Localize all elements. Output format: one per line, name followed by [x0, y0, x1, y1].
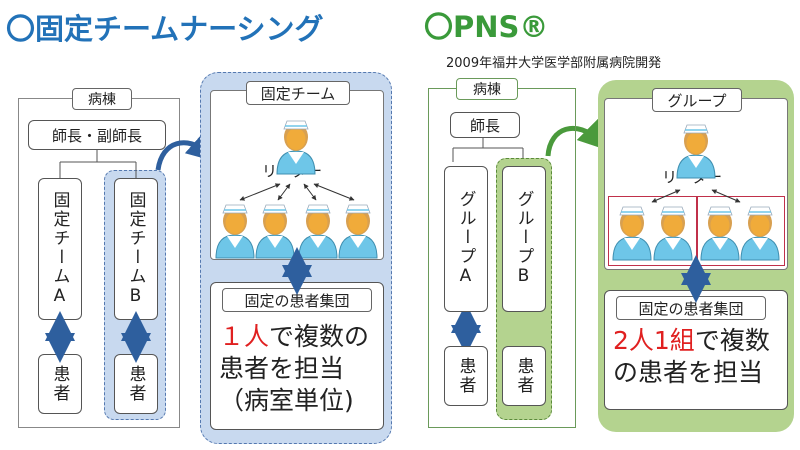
left-title: 〇固定チームナーシング	[6, 12, 324, 46]
right-patient-a-box: 患者	[444, 346, 488, 406]
team-member-nurse-icon	[298, 204, 338, 259]
right-head-nurse-box: 師長	[450, 112, 520, 138]
pair-nurse-icon	[700, 206, 740, 261]
team-title: 固定チーム	[246, 81, 350, 105]
patient-a-box: 患者	[38, 354, 82, 414]
subtitle: 2009年福井大学医学部附属病院開発	[446, 56, 662, 71]
pair-nurse-icon	[740, 206, 780, 261]
team-member-nurse-icon	[338, 204, 378, 259]
left-ward-label: 病棟	[72, 88, 132, 110]
pair-nurse-icon	[653, 206, 693, 261]
right-patient-b-box: 患者	[502, 346, 546, 406]
group-b-box: グループB	[502, 166, 546, 312]
team-desc-rest: で複数の	[269, 322, 370, 351]
group-desc-highlight: 2人1組	[613, 326, 695, 355]
team-leader-nurse-icon	[276, 120, 316, 175]
team-desc-highlight: １人	[219, 322, 270, 351]
team-desc-line3: （病室単位)	[219, 386, 354, 415]
group-desc-line2: の患者を担当	[613, 358, 764, 387]
group-desc-line1: 2人1組で複数	[613, 325, 770, 357]
team-member-nurse-icon	[255, 204, 295, 259]
group-a-box: グループA	[444, 166, 488, 312]
team-b-box: 固定チームB	[114, 178, 158, 320]
right-ward-label: 病棟	[456, 78, 518, 100]
team-a-box: 固定チームA	[38, 178, 82, 320]
team-desc-line2: 患者を担当	[219, 354, 345, 383]
team-member-nurse-icon	[215, 204, 255, 259]
left-head-nurse-box: 師長・副師長	[28, 120, 166, 150]
right-title: 〇PNS®	[424, 10, 549, 44]
group-title: グループ	[652, 88, 742, 112]
pair-frame-right	[697, 196, 785, 266]
pair-nurse-icon	[612, 206, 652, 261]
patient-b-box: 患者	[114, 354, 158, 414]
team-desc-line1: １人で複数の	[219, 321, 369, 353]
group-leader-nurse-icon	[676, 124, 716, 179]
group-desc-rest: で複数	[694, 326, 770, 355]
